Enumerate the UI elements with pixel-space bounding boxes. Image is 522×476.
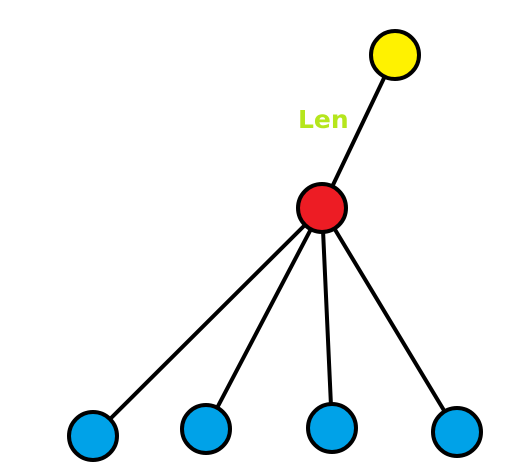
leaf-node-4 [431,406,483,458]
hub-node [296,182,348,234]
leaf-node-3 [306,402,358,454]
edge-hub-leaf-3 [320,206,334,430]
leaf-node-2 [180,403,232,455]
leaf-node-1 [67,410,119,462]
edge-hub-leaf-4 [320,206,459,434]
edge-label-len: Len [298,105,349,134]
root-node [369,29,421,81]
edge-root-hub [320,53,397,210]
edge-hub-leaf-2 [204,206,324,431]
edge-hub-leaf-1 [91,206,324,438]
